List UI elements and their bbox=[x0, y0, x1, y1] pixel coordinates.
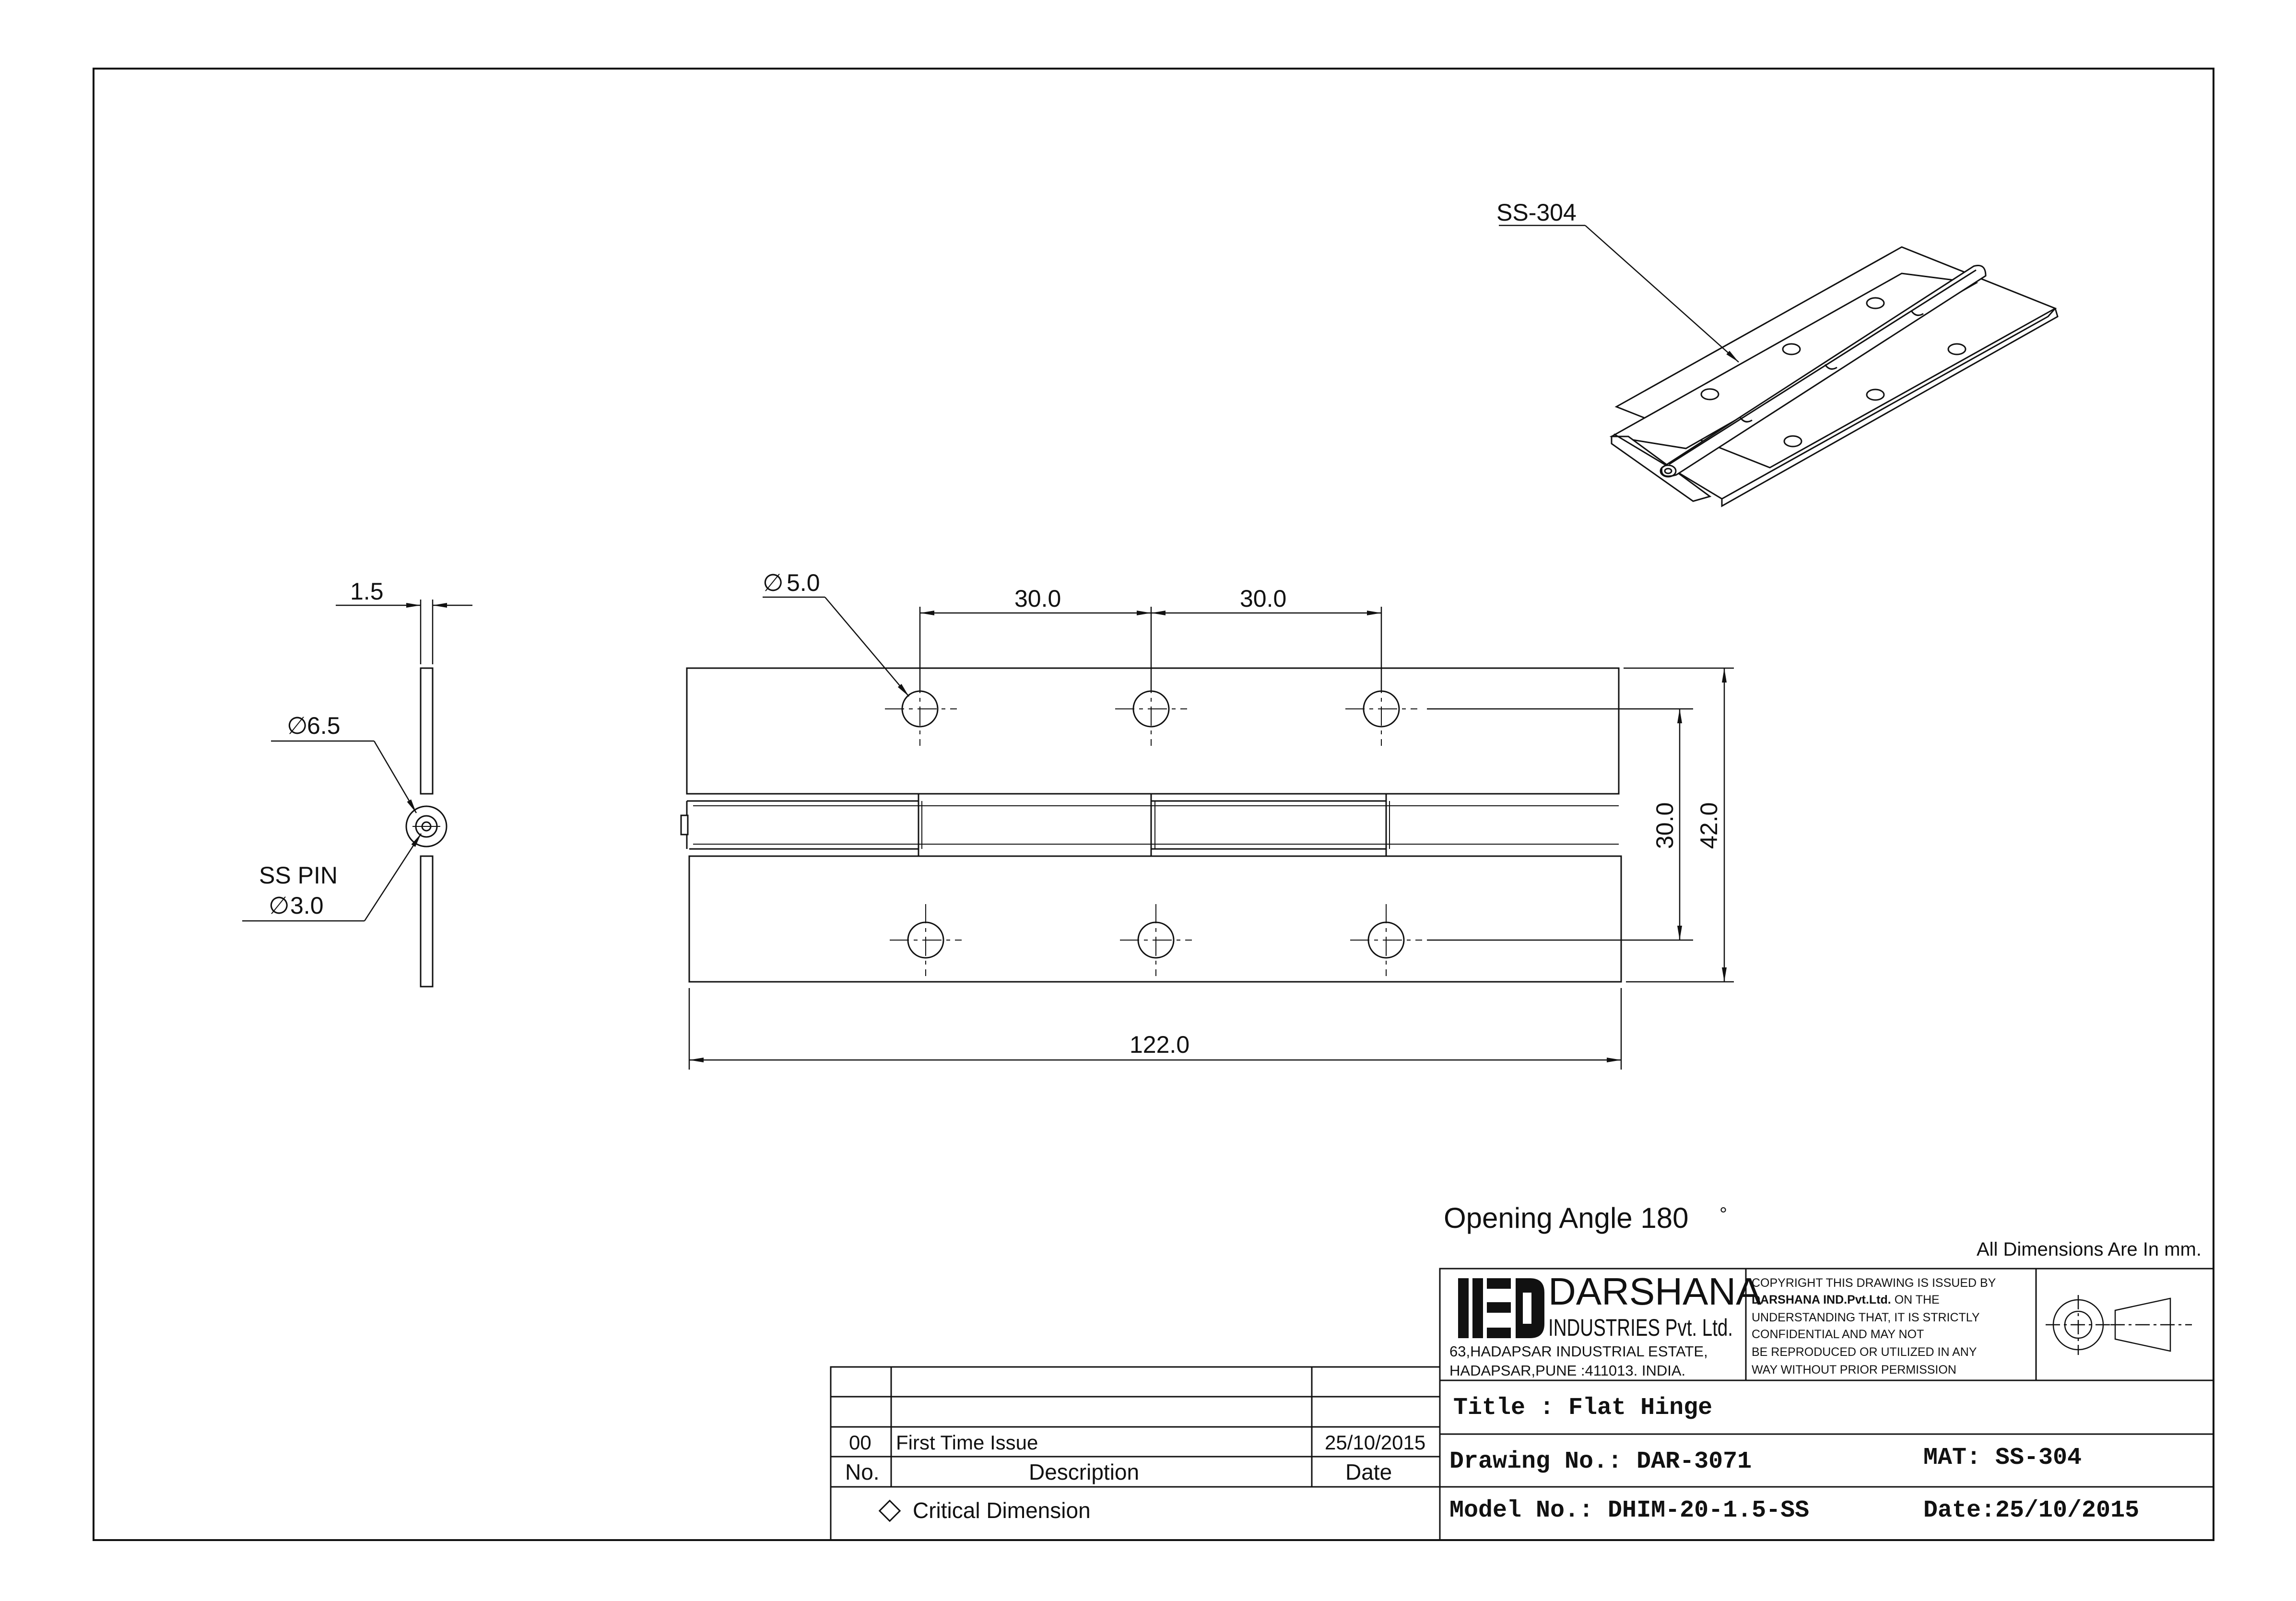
copyright-line-5: BE REPRODUCED OR UTILIZED IN ANY bbox=[1752, 1345, 1977, 1359]
copyright-line-6: WAY WITHOUT PRIOR PERMISSION bbox=[1752, 1363, 1956, 1377]
row-spacing-label: 30.0 bbox=[1651, 802, 1678, 849]
side-leaf-bottom bbox=[420, 855, 434, 988]
degree-symbol: ° bbox=[1719, 1204, 1727, 1225]
front-leaf-top bbox=[686, 667, 1620, 795]
knuckle-dia-label: 6.5 bbox=[307, 712, 341, 739]
header-description: Description bbox=[1029, 1460, 1139, 1484]
revision-date: 25/10/2015 bbox=[1325, 1431, 1425, 1454]
overall-width-label: 42.0 bbox=[1696, 802, 1722, 849]
revision-table bbox=[830, 1366, 1441, 1541]
hole-dia-label: 5.0 bbox=[787, 569, 820, 596]
drawing-title: Title : Flat Hinge bbox=[1453, 1394, 1712, 1422]
overall-length-label: 122.0 bbox=[1130, 1031, 1189, 1058]
material-callout: SS-304 bbox=[1496, 199, 1577, 226]
dim-hole-pitch bbox=[919, 607, 1382, 691]
iso-hole bbox=[1866, 388, 1885, 401]
copyright-line-3: UNDERSTANDING THAT, IT IS STRICTLY bbox=[1752, 1311, 1980, 1324]
third-angle-projection-icon bbox=[2046, 1295, 2192, 1355]
diameter-symbol: ∅ bbox=[287, 712, 308, 739]
pin-label: SS PIN bbox=[259, 862, 338, 889]
header-date: Date bbox=[1345, 1460, 1392, 1484]
title-block bbox=[1439, 1268, 2214, 1541]
company-logo bbox=[1458, 1278, 1544, 1338]
diameter-symbol: ∅ bbox=[763, 569, 784, 596]
critical-diamond-icon bbox=[878, 1499, 901, 1522]
iso-pin-end bbox=[1660, 464, 1677, 478]
hole-pitch-1-label: 30.0 bbox=[1014, 585, 1061, 612]
company-subname: INDUSTRIES Pvt. Ltd. bbox=[1548, 1314, 1733, 1341]
iso-front-leaf bbox=[1609, 272, 1978, 449]
knuckle-band bbox=[687, 793, 1619, 802]
hole-centerlines bbox=[885, 674, 1422, 976]
isometric-view bbox=[1609, 246, 2059, 507]
dim-thickness bbox=[336, 600, 472, 664]
company-address-1: 63,HADAPSAR INDUSTRIAL ESTATE, bbox=[1449, 1343, 1708, 1360]
copyright-line-1: COPYRIGHT THIS DRAWING IS ISSUED BY bbox=[1752, 1276, 1996, 1290]
critical-dimension-note: Critical Dimension bbox=[913, 1498, 1091, 1523]
copyright-line-4: CONFIDENTIAL AND MAY NOT bbox=[1752, 1328, 1924, 1341]
company-name: DARSHANA bbox=[1548, 1270, 1762, 1313]
drawing-number: Drawing No.: DAR-3071 bbox=[1449, 1448, 1752, 1475]
dim-right bbox=[1427, 667, 1734, 983]
copyright-line-2: DARSHANA IND.Pvt.Ltd. ON THE bbox=[1752, 1293, 1940, 1307]
diameter-symbol: ∅ bbox=[269, 892, 290, 919]
revision-no: 00 bbox=[849, 1431, 871, 1454]
dim-overall-length bbox=[688, 988, 1622, 1070]
iso-hole bbox=[1866, 297, 1885, 309]
iso-hole bbox=[1783, 435, 1802, 447]
side-leaf-top bbox=[420, 667, 434, 795]
revision-description: First Time Issue bbox=[896, 1431, 1038, 1454]
company-address-2: HADAPSAR,PUNE :411013. INDIA. bbox=[1449, 1362, 1685, 1379]
material-spec: MAT: SS-304 bbox=[1923, 1444, 2082, 1472]
front-leaf-bottom bbox=[688, 855, 1622, 983]
header-no: No. bbox=[845, 1460, 880, 1484]
dim-thickness-label: 1.5 bbox=[350, 578, 384, 605]
front-view bbox=[680, 667, 1622, 983]
hole-pitch-2-label: 30.0 bbox=[1240, 585, 1286, 612]
iso-hole bbox=[1782, 343, 1801, 355]
iso-hole bbox=[1700, 388, 1719, 400]
iso-hole bbox=[1947, 343, 1966, 355]
drawing-date: Date:25/10/2015 bbox=[1923, 1497, 2139, 1524]
iso-knuckle bbox=[1660, 265, 1987, 477]
pin-dia-label: 3.0 bbox=[290, 892, 324, 919]
opening-angle-note: Opening Angle 180 bbox=[1444, 1202, 1688, 1234]
side-view bbox=[405, 667, 447, 988]
pin-head bbox=[680, 814, 689, 836]
model-number: Model No.: DHIM-20-1.5-SS bbox=[1449, 1497, 1809, 1524]
units-note: All Dimensions Are In mm. bbox=[1977, 1239, 2202, 1260]
